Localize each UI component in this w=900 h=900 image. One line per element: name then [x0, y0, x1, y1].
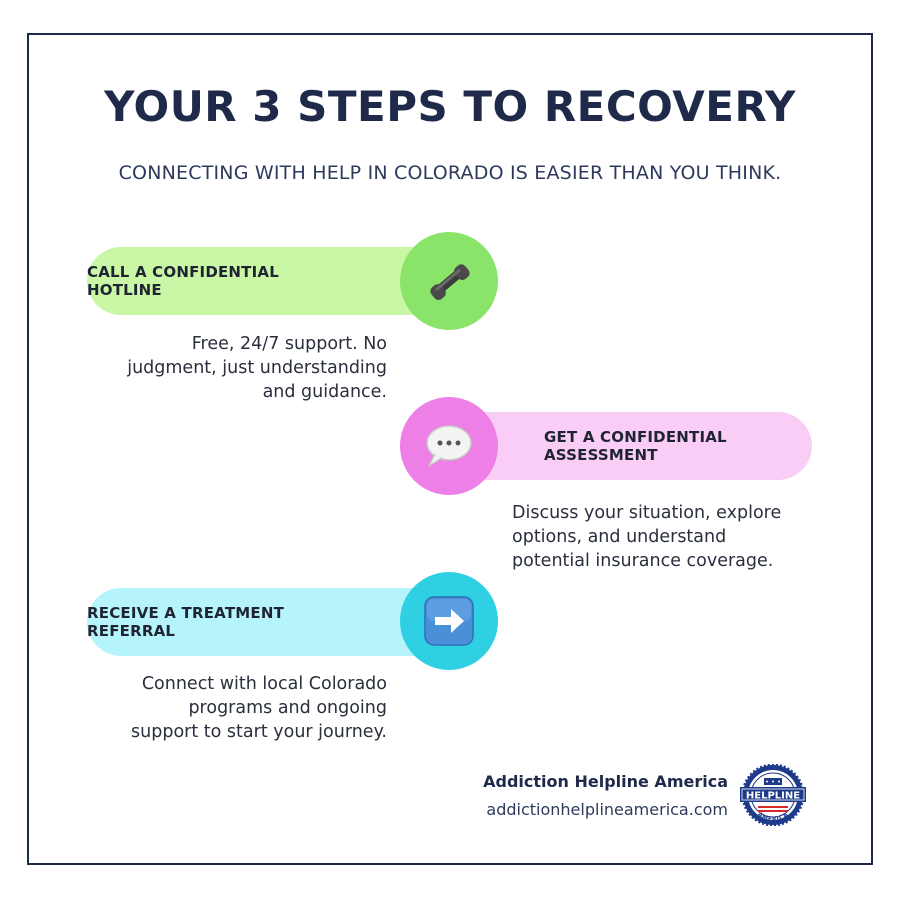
page-title: YOUR 3 STEPS TO RECOVERY — [104, 82, 796, 131]
svg-text:HELPLINE: HELPLINE — [746, 791, 800, 802]
brand-url[interactable]: addictionhelplineamerica.com — [486, 800, 728, 819]
step-2-description: Discuss your situation, explore options,… — [512, 503, 782, 571]
step-1-icon-circle — [400, 232, 498, 330]
step-2-icon-circle — [400, 397, 498, 495]
step-2-label: GET A CONFIDENTIAL ASSESSMENT — [544, 428, 727, 464]
page-subtitle: CONNECTING WITH HELP IN COLORADO IS EASI… — [118, 162, 782, 184]
step-3-description: Connect with local Colorado programs and… — [131, 674, 387, 742]
step-3-icon-circle — [400, 572, 498, 670]
brand-name: Addiction Helpline America — [483, 772, 728, 791]
step-3-label: RECEIVE A TREATMENT REFERRAL — [87, 604, 285, 640]
phone-icon — [430, 264, 470, 300]
helpline-logo: ADDICTION AMERICA HELPLINE — [740, 764, 806, 826]
right-arrow-icon — [424, 596, 474, 646]
step-1-label: CALL A CONFIDENTIAL HOTLINE — [87, 263, 279, 299]
step-1-description: Free, 24/7 support. No judgment, just un… — [127, 334, 387, 402]
speech-bubble-icon — [426, 425, 472, 467]
page-frame — [27, 33, 873, 865]
